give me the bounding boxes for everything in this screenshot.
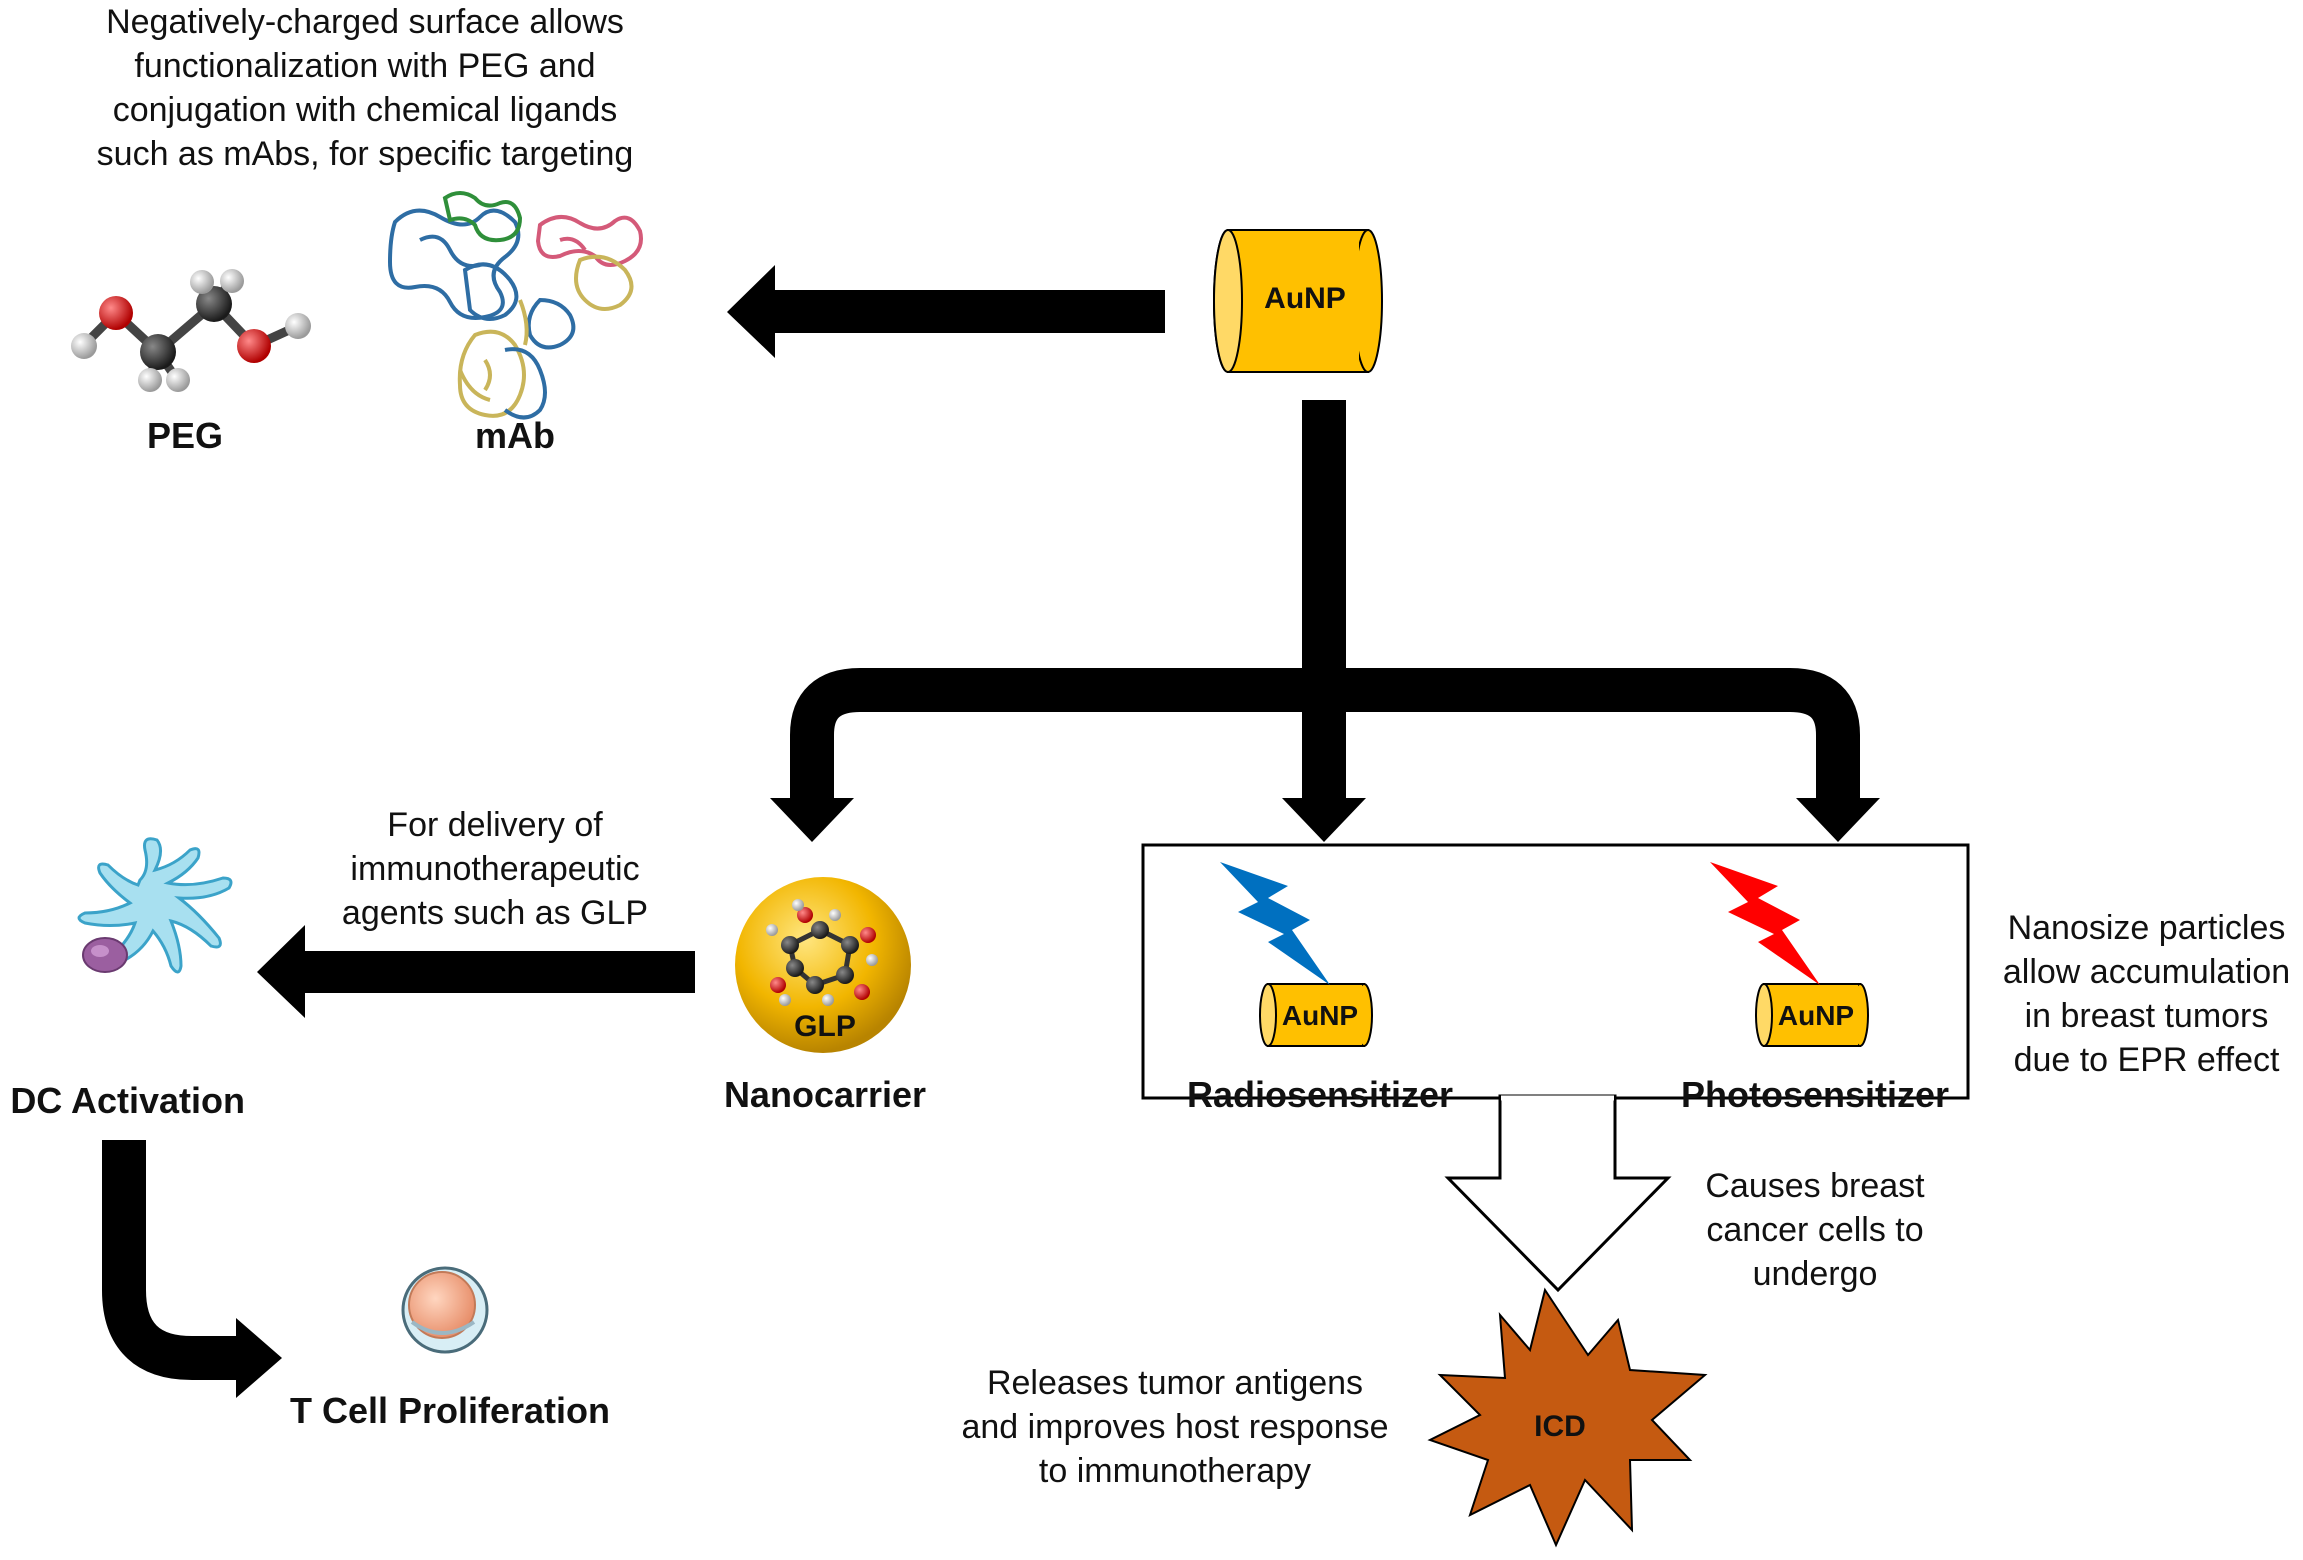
- delivery-note-line: immunotherapeutic: [350, 850, 640, 888]
- top-note: Negatively-charged surface allows functi…: [40, 0, 690, 176]
- releases-note-line: Releases tumor antigens: [986, 1364, 1364, 1402]
- glp-label: GLP: [794, 1010, 856, 1043]
- delivery-note: For delivery of immunotherapeutic agents…: [300, 803, 690, 935]
- nanosize-note-line: due to EPR effect: [2013, 1041, 2280, 1079]
- t-cell-icon: [401, 1266, 489, 1354]
- arrow-dc-to-tcell: [102, 1140, 238, 1380]
- causes-note-line: Causes breast: [1705, 1167, 1925, 1205]
- arrow-to-radio-shaft: [1302, 690, 1346, 800]
- arrow-trunk: [1302, 400, 1346, 690]
- glp-nanocarrier-sphere: [735, 877, 911, 1053]
- causes-note-line: undergo: [1752, 1255, 1878, 1293]
- t-cell-proliferation-label: T Cell Proliferation: [289, 1390, 611, 1431]
- delivery-note-line: For delivery of: [387, 806, 603, 844]
- arrowhead-radio: [1282, 798, 1366, 842]
- arrowhead-tcell: [236, 1318, 282, 1398]
- releases-note-line: to immunotherapy: [1038, 1452, 1312, 1490]
- peg-label: PEG: [146, 415, 224, 456]
- top-note-line: conjugation with chemical ligands: [112, 91, 618, 129]
- radiosensitizer-label: Radiosensitizer: [1186, 1074, 1454, 1115]
- mab-antibody-icon: [387, 191, 643, 420]
- aunp-photo-label: AuNP: [1777, 1000, 1855, 1031]
- arrow-to-ligands: [727, 265, 1165, 358]
- dendritic-cell-icon: [77, 837, 233, 974]
- light-bolt-icon: [1710, 862, 1820, 985]
- nanocarrier-label: Nanocarrier: [723, 1074, 927, 1115]
- peg-molecule-icon: [71, 269, 311, 392]
- top-note-line: functionalization with PEG and: [134, 47, 596, 85]
- releases-note: Releases tumor antigens and improves hos…: [925, 1361, 1425, 1493]
- mab-label: mAb: [475, 415, 555, 456]
- nanosize-note-line: in breast tumors: [2024, 997, 2269, 1035]
- nanosize-note-line: Nanosize particles: [2007, 909, 2286, 947]
- aunp-radio-cylinder: [1259, 983, 1373, 1047]
- delivery-note-line: agents such as GLP: [341, 894, 649, 932]
- causes-note-line: cancer cells to: [1706, 1211, 1924, 1249]
- photosensitizer-label: Photosensitizer: [1680, 1074, 1950, 1115]
- top-note-line: Negatively-charged surface allows: [106, 3, 624, 41]
- radiation-bolt-icon: [1220, 862, 1330, 985]
- aunp-radio-label: AuNP: [1281, 1000, 1359, 1031]
- aunp-photo-cylinder: [1755, 983, 1869, 1047]
- arrow-to-dc: [257, 925, 695, 1018]
- arrowhead-photo: [1796, 798, 1880, 842]
- top-note-line: such as mAbs, for specific targeting: [96, 135, 634, 173]
- icd-label: ICD: [1534, 1410, 1586, 1443]
- aunp-main-label: AuNP: [1264, 282, 1346, 315]
- icd-starburst: [1427, 1287, 1708, 1548]
- nanosize-note: Nanosize particles allow accumulation in…: [1990, 906, 2303, 1082]
- nanosize-note-line: allow accumulation: [2002, 953, 2291, 991]
- releases-note-line: and improves host response: [961, 1408, 1389, 1446]
- dc-activation-label: DC Activation: [10, 1080, 245, 1121]
- aunp-main-cylinder: [1213, 229, 1383, 373]
- arrowhead-nanocarrier-fill: [770, 798, 854, 842]
- funnel-arrow: [1444, 1094, 1672, 1293]
- causes-note: Causes breast cancer cells to undergo: [1680, 1164, 1950, 1296]
